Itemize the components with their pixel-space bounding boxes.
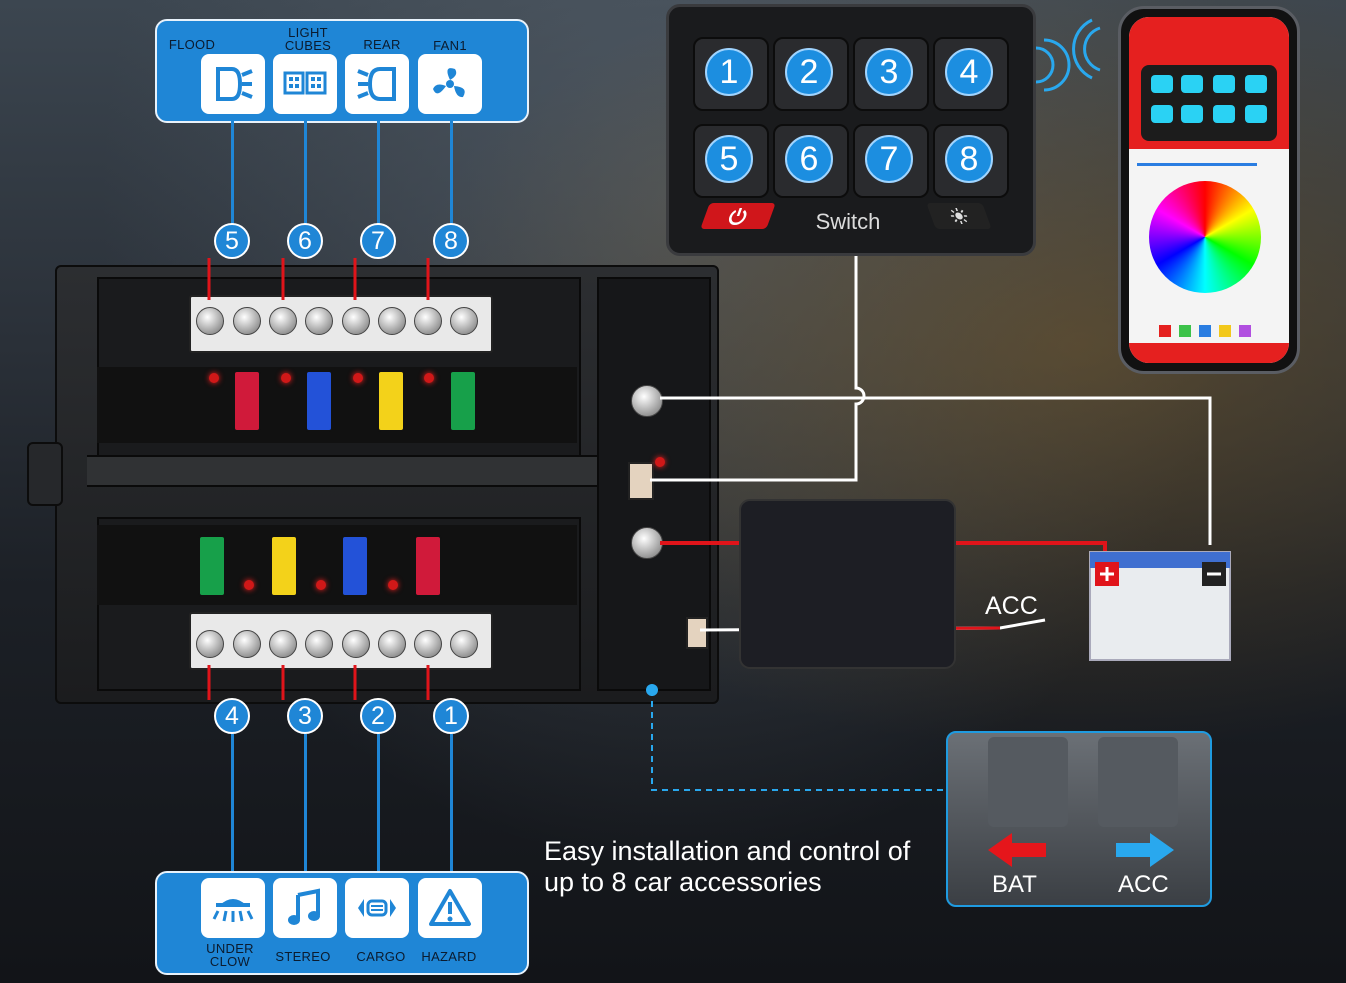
connector-line-2 — [377, 734, 380, 871]
underglow-icon — [201, 878, 265, 938]
caption-line-2: up to 8 car accessories — [544, 867, 910, 898]
switch-button-6[interactable]: 6 — [773, 124, 849, 198]
channel-number-4: 4 — [214, 698, 250, 734]
brightness-slider[interactable] — [1137, 163, 1257, 166]
bat-acc-inset: BAT ACC — [946, 731, 1212, 907]
legend-label-stereo: STEREO — [258, 950, 348, 963]
power-icon — [726, 207, 751, 225]
acc-label: ACC — [1118, 871, 1169, 899]
smartphone — [1118, 6, 1300, 374]
connector-line-3 — [304, 734, 307, 871]
bottom-legend-panel: UNDER CLOW STEREO CARGO HAZARD — [155, 871, 529, 975]
switch-button-3[interactable]: 3 — [853, 37, 929, 111]
legend-label-hazard: HAZARD — [404, 950, 494, 963]
switch-button-4[interactable]: 4 — [933, 37, 1009, 111]
app-tab-bar — [1129, 343, 1289, 363]
brightness-button[interactable] — [926, 203, 991, 229]
caption-line-1: Easy installation and control of — [544, 836, 910, 867]
hazard-icon — [418, 878, 482, 938]
phone-screen — [1129, 17, 1289, 363]
connector-line-4 — [231, 734, 234, 871]
cargo-light-icon — [345, 878, 409, 938]
bat-label: BAT — [992, 871, 1037, 899]
switch-button-5[interactable]: 5 — [693, 124, 769, 198]
channel-number-1: 1 — [433, 698, 469, 734]
music-note-icon — [273, 878, 337, 938]
bat-plug — [988, 737, 1068, 827]
acc-plug — [1098, 737, 1178, 827]
color-wheel[interactable] — [1149, 181, 1261, 293]
sun-icon — [947, 207, 972, 225]
channel-number-3: 3 — [287, 698, 323, 734]
switch-button-2[interactable]: 2 — [773, 37, 849, 111]
switch-panel-label: Switch — [787, 209, 909, 235]
switch-button-8[interactable]: 8 — [933, 124, 1009, 198]
connector-line-1 — [450, 734, 453, 871]
app-switch-preview — [1141, 65, 1277, 141]
acc-wire-label: ACC — [985, 592, 1038, 621]
left-arrow-icon — [988, 833, 1048, 867]
caption: Easy installation and control of up to 8… — [544, 836, 910, 898]
right-arrow-icon — [1114, 833, 1174, 867]
switch-button-1[interactable]: 1 — [693, 37, 769, 111]
channel-number-2: 2 — [360, 698, 396, 734]
power-button[interactable] — [700, 203, 775, 229]
switch-button-7[interactable]: 7 — [853, 124, 929, 198]
